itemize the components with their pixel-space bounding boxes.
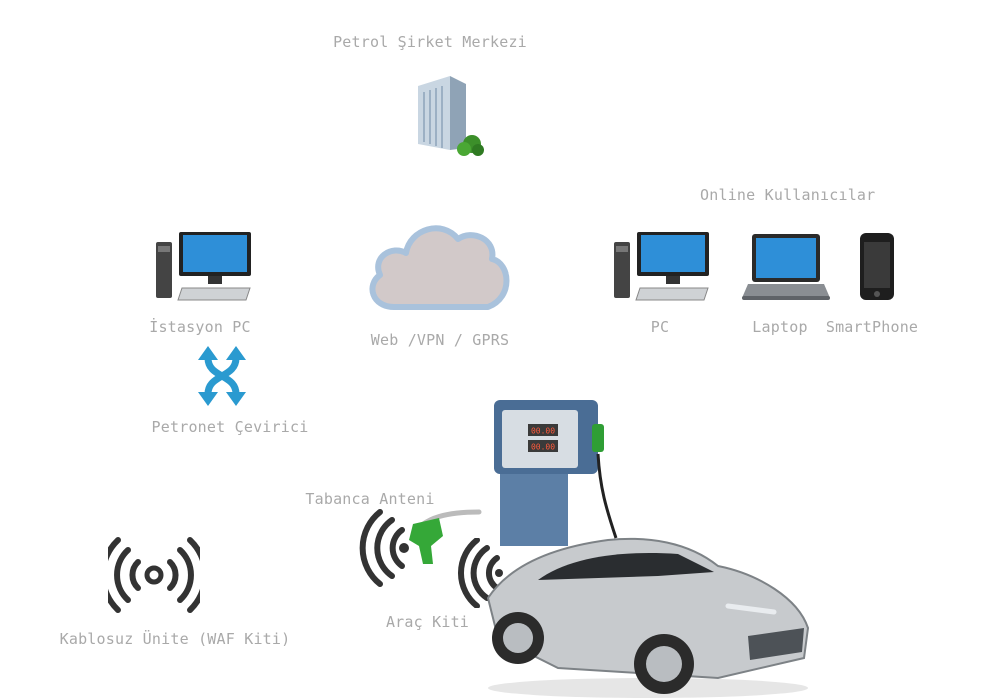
converter-arrows-icon [198, 346, 246, 406]
fuel-nozzle-icon [403, 506, 483, 568]
cloud-label: Web /VPN / GPRS [370, 331, 510, 349]
hq-label: Petrol Şirket Merkezi [333, 33, 527, 51]
nozzle-antenna-label: Tabanca Anteni [305, 490, 435, 508]
station-pc-icon [152, 230, 254, 304]
online-users-label: Online Kullanıcılar [700, 186, 876, 204]
car-icon [478, 528, 818, 700]
cloud-icon [364, 215, 514, 315]
smartphone-label: SmartPhone [825, 318, 919, 336]
vehicle-antenna-waves-icon [455, 538, 507, 608]
vehicle-kit-label: Araç Kiti [385, 613, 470, 631]
office-building-icon [410, 72, 490, 158]
smartphone-icon [858, 232, 898, 302]
pump-display-top: 00.00 [531, 427, 555, 436]
pc-icon [610, 230, 712, 304]
station-pc-label: İstasyon PC [149, 318, 251, 336]
converter-label: Petronet Çevirici [151, 418, 309, 436]
wireless-unit-label: Kablosuz Ünite (WAF Kiti) [59, 630, 291, 648]
wireless-signal-icon [108, 536, 200, 614]
laptop-icon [742, 232, 830, 302]
antenna-waves-icon [352, 508, 412, 588]
fuel-pump-icon: 00.00 00.00 [488, 398, 618, 548]
pc-label: PC [650, 318, 670, 336]
laptop-label: Laptop [752, 318, 808, 336]
pump-display-bottom: 00.00 [531, 443, 555, 452]
